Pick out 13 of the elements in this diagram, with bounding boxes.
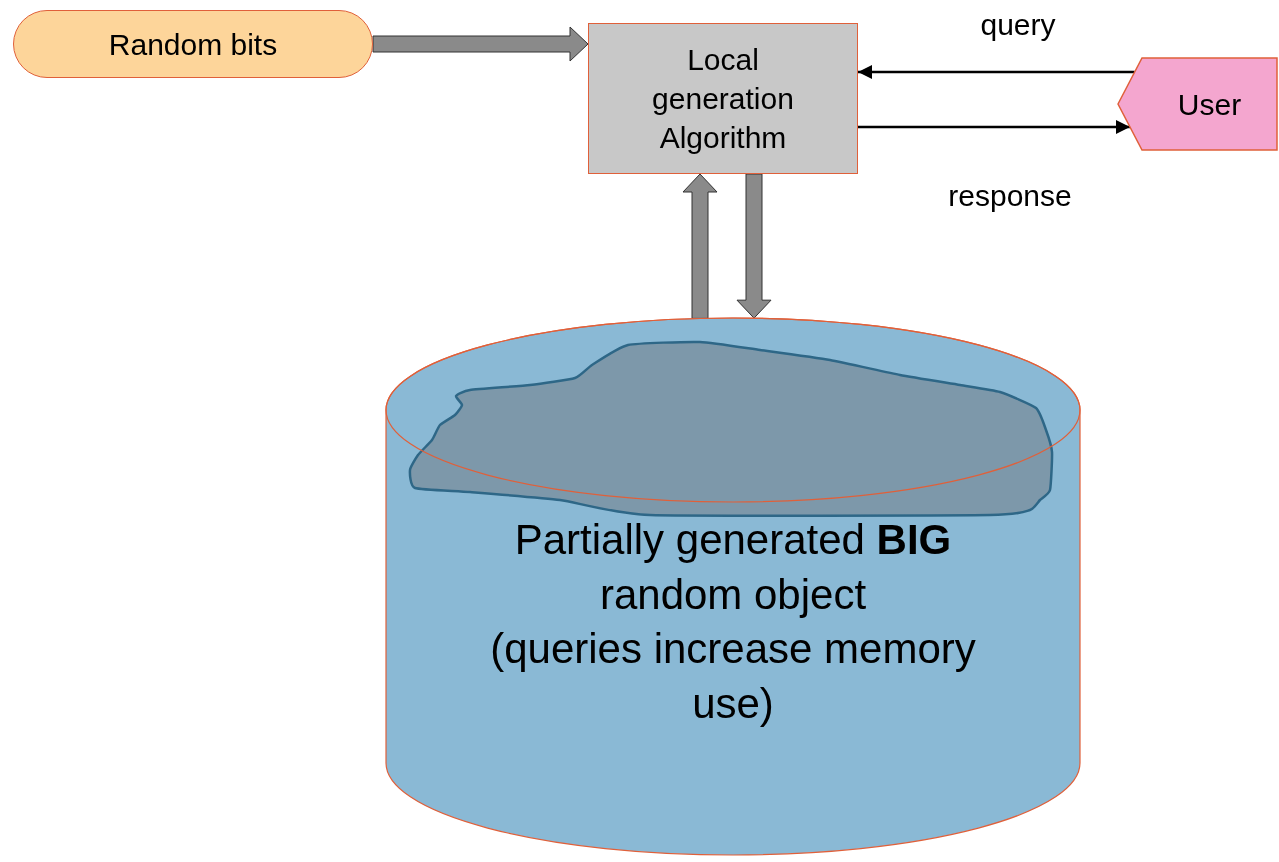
node-label: Partially generated BIG random object [513, 515, 953, 620]
node-label: User [1177, 86, 1242, 123]
node-label: Local generation Algorithm [651, 42, 795, 156]
block-arrow [682, 173, 718, 319]
process-box [588, 23, 858, 174]
arrow [858, 65, 1135, 79]
database-cylinder [386, 318, 1080, 855]
block-arrow [372, 26, 589, 62]
display-shape [1118, 58, 1277, 150]
node-label: Random bits [108, 26, 278, 63]
node-label: (queries increase memory use) [489, 624, 977, 729]
arrow [858, 120, 1130, 134]
block-arrow [736, 173, 772, 319]
